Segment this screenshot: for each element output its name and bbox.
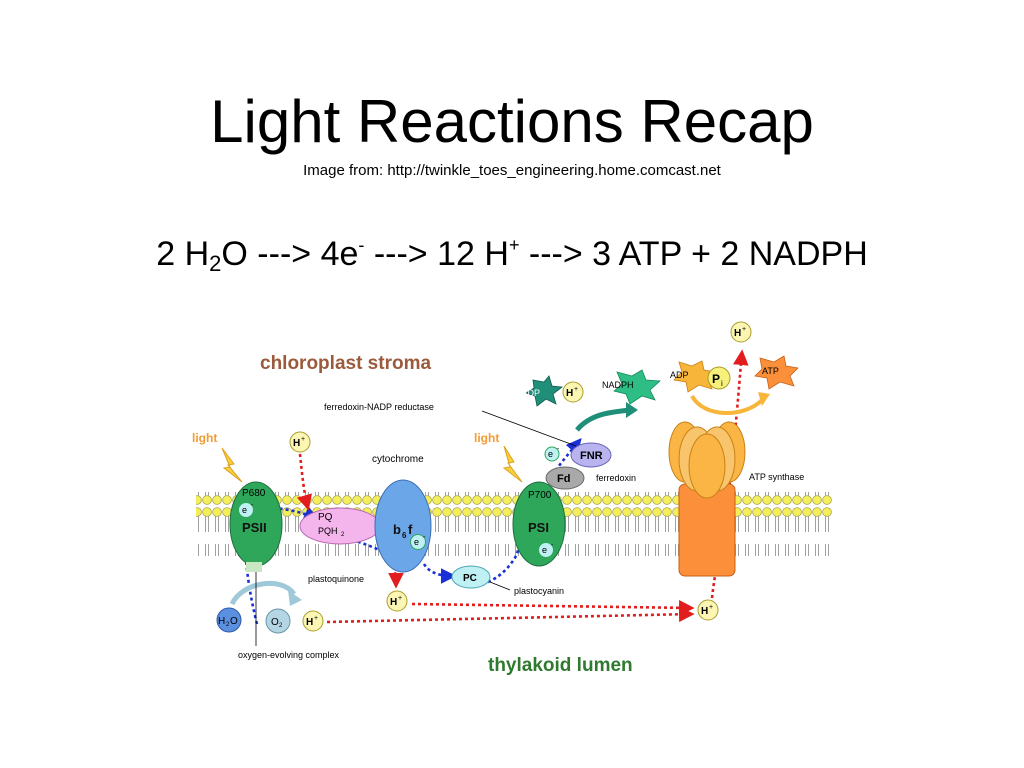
image-credit: Image from: http://twinkle_toes_engineer… — [303, 162, 721, 179]
psii-label: PSII — [242, 520, 267, 535]
psii-complex: P680 PSII e — [229, 481, 283, 572]
psi-complex: P700 PSI e — [512, 481, 566, 567]
lightning-icon — [221, 447, 243, 483]
fd-label: Fd — [557, 473, 570, 485]
water-o: O — [230, 616, 238, 627]
nadp-proton: H — [566, 388, 573, 399]
atp-synthase: ATP synthase — [668, 421, 804, 577]
psi-electron: e — [542, 545, 547, 555]
stroma-label: chloroplast stroma — [260, 353, 431, 374]
psi-electron-charge: - — [551, 542, 554, 549]
proton-charge-6: + — [574, 386, 578, 393]
proton-charge-3: + — [314, 615, 318, 622]
oxygen-subscript: 2 — [279, 623, 283, 629]
equation-protons: ---> 12 H — [364, 235, 509, 273]
cytochrome-electron-charge: - — [423, 534, 426, 541]
proton-charge-1: + — [301, 436, 305, 443]
oec-label: oxygen-evolving complex — [238, 650, 340, 660]
pqh2-subscript: 2 — [341, 532, 345, 538]
adp-label: ADP — [670, 370, 689, 380]
pq-complex: PQ PQH 2 plastoquinone — [299, 507, 381, 584]
b6f-subscript: 6 — [402, 531, 407, 540]
cytochrome-label: cytochrome — [372, 454, 424, 465]
p700-label: P700 — [528, 490, 552, 501]
light-label-psi: light — [474, 431, 499, 445]
nadph-label: NADPH — [602, 380, 634, 390]
pi-subscript: i — [721, 379, 723, 388]
atp-production: ADP P i ATP — [670, 355, 799, 415]
water-splitting: H 2 O O 2 oxygen-evolving complex — [216, 572, 340, 660]
pi-p: P — [712, 372, 720, 386]
equation: 2 H2O ---> 4e- ---> 12 H+ ---> 3 ATP + 2… — [0, 232, 1024, 276]
cytochrome-electron: e — [414, 537, 419, 547]
fnr-full-label: ferredoxin-NADP reductase — [324, 402, 434, 412]
psii-electron: e — [242, 505, 247, 515]
equation-products: ---> 3 ATP + 2 NADPH — [519, 235, 868, 273]
nadp-label: NADP — [515, 388, 540, 398]
pq-label: PQ — [318, 512, 333, 523]
proton-charge-2: + — [398, 595, 402, 602]
equation-electron-charge: - — [358, 235, 365, 255]
lumen-label: thylakoid lumen — [488, 655, 633, 676]
p680-label: P680 — [242, 488, 266, 499]
fd-electron: e — [548, 449, 553, 459]
proton-lumen-synthase: H — [701, 606, 708, 617]
light-psi: light — [474, 431, 523, 483]
proton-lumen-cytochrome: H — [390, 597, 397, 608]
plastocyanin-label: plastocyanin — [514, 586, 564, 596]
atp-synthase-label: ATP synthase — [749, 472, 804, 482]
water-subscript: 2 — [226, 622, 230, 628]
oxygen-label: O — [271, 617, 279, 628]
proton-stroma-psii: H — [293, 438, 300, 449]
fnr-enzyme: FNR ferredoxin-NADP reductase — [324, 402, 612, 468]
proton-charge-4: + — [709, 604, 713, 611]
cytochrome-b6f: cytochrome b 6 f e — [372, 454, 432, 573]
light-psii: light — [192, 431, 243, 483]
slide-title: Light Reactions Recap — [210, 88, 814, 155]
pc-label: PC — [463, 573, 477, 584]
equation-electrons: O ---> 4e — [221, 235, 359, 273]
lightning-icon-psi — [502, 445, 523, 483]
light-label-psii: light — [192, 431, 217, 445]
psi-label: PSI — [528, 520, 549, 535]
light-reactions-diagram: chloroplast stroma thylakoid lumen P680 … — [192, 314, 832, 684]
atp-label: ATP — [762, 366, 779, 376]
equation-water: 2 H — [156, 235, 210, 273]
ferredoxin-label: ferredoxin — [596, 473, 636, 483]
proton-charge-5: + — [742, 326, 746, 333]
charge-superscripts: - - - - + + + + + + — [251, 326, 746, 622]
plastocyanin: PC plastocyanin — [451, 565, 564, 596]
fnr-label: FNR — [580, 450, 603, 462]
ferredoxin: Fd ferredoxin e — [544, 446, 636, 490]
equation-water-subscript: 2 — [209, 251, 222, 276]
pqh2-label: PQH — [318, 526, 338, 536]
psii-electron-charge: - — [251, 502, 254, 509]
fd-electron-charge: - — [557, 446, 560, 453]
b6f-b: b — [393, 522, 401, 537]
proton-markers: H H H H H — [289, 321, 752, 632]
plastoquinone-label: plastoquinone — [308, 574, 364, 584]
equation-proton-charge: + — [508, 235, 520, 255]
proton-lumen-water: H — [306, 617, 313, 628]
nadp-reduction: NADP H NADPH — [515, 369, 661, 432]
b6f-f: f — [408, 522, 413, 537]
water-label: H — [218, 616, 225, 627]
proton-stroma-synthase: H — [734, 328, 741, 339]
